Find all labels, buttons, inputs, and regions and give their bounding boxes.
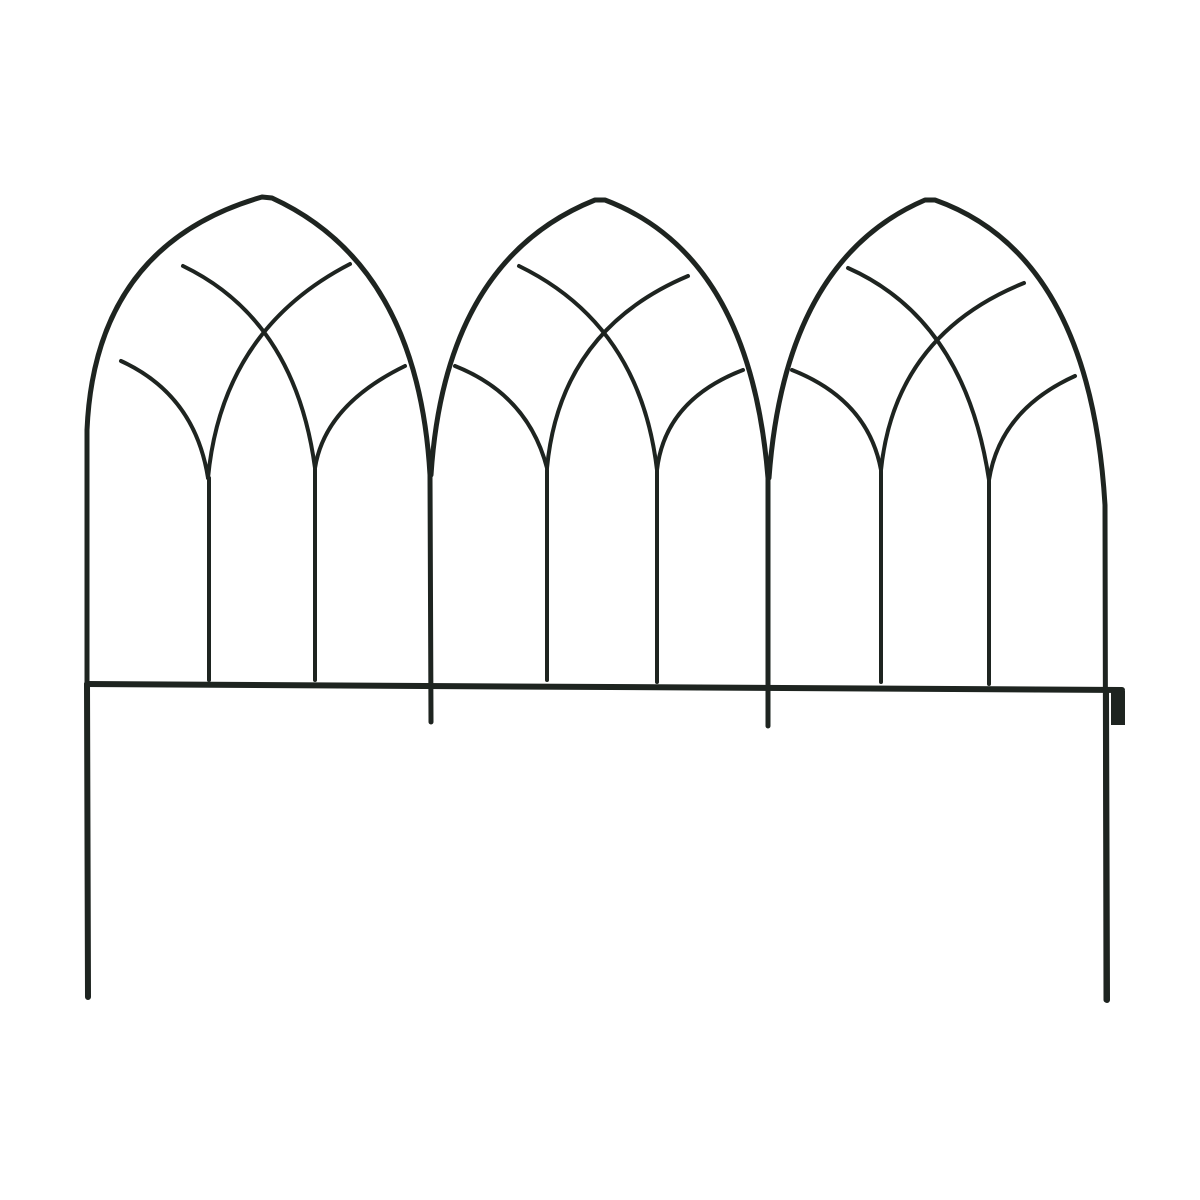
arch-2-frame	[428, 197, 771, 729]
arch-1-tracery-branch	[313, 364, 407, 470]
connector-clip	[1111, 691, 1125, 725]
arch-3-tracery-branch	[790, 368, 883, 472]
arch-1-tracery-arc	[181, 264, 317, 470]
arch-1-tracery-branch	[119, 359, 210, 480]
arch-2-tracery-branch	[655, 368, 745, 472]
arch-2-tracery-arc	[517, 264, 659, 472]
horizontal-rail	[84, 681, 1125, 693]
fence-wireframe	[84, 194, 1125, 1003]
arch-3-tracery-branch	[987, 374, 1077, 482]
arch-2-tracery-branch	[453, 364, 549, 470]
arch-1-frame	[84, 194, 434, 725]
ground-stake-right	[1103, 687, 1110, 1003]
arch-3-frame	[766, 197, 1109, 1003]
arch-1-tracery-arc	[206, 262, 352, 480]
arch-2-tracery-arc	[545, 274, 690, 470]
arch-3-tracery-arc	[879, 281, 1026, 472]
ground-stake-left	[84, 681, 91, 1000]
arch-3-tracery-arc	[846, 266, 991, 482]
